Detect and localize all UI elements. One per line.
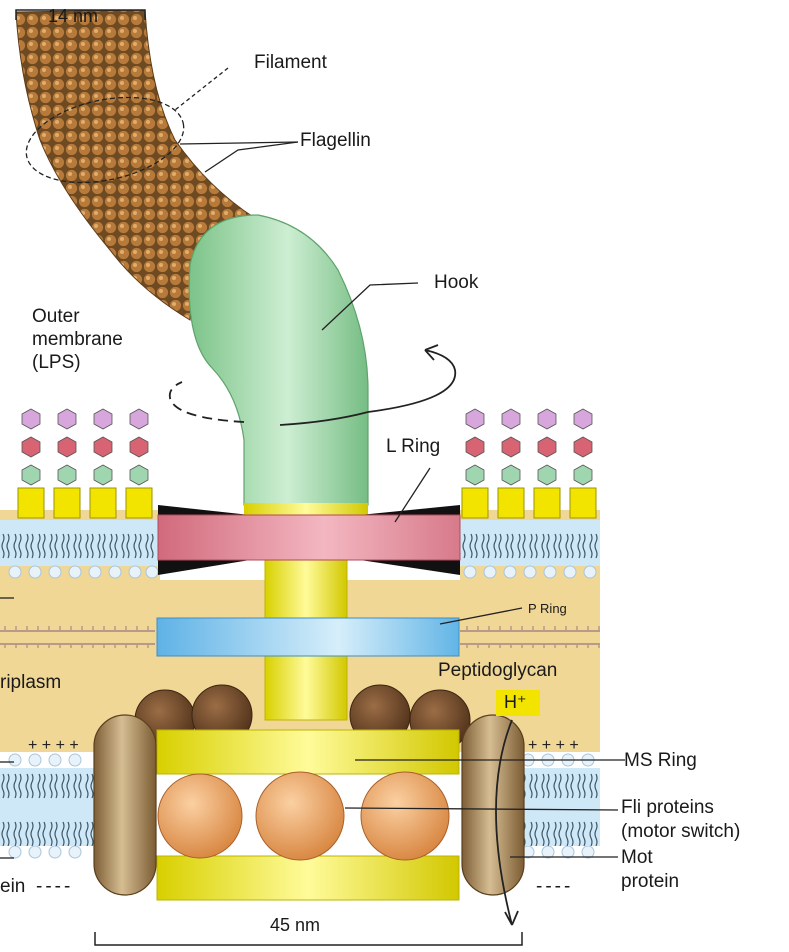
scale-label-bottom: 45 nm: [270, 914, 320, 936]
peptidoglycan-left: [0, 626, 155, 648]
outer-membrane-left: [0, 409, 160, 578]
hook: [189, 215, 368, 505]
filament-label: Filament: [254, 52, 327, 74]
peptidoglycan-label: Peptidoglycan: [438, 660, 557, 682]
scale-label-top: 14 nm: [48, 5, 98, 27]
hook-label: Hook: [434, 272, 478, 294]
p-ring-label: P Ring: [528, 598, 567, 620]
outer-membrane-label: Outer membrane (LPS): [32, 305, 123, 374]
periplasm-label: riplasm: [0, 672, 61, 694]
mot-protein-left: [94, 715, 156, 895]
outer-membrane-right: [460, 409, 600, 578]
cytoplasmic-membrane-left: + + + +: [0, 737, 95, 858]
left-protein-label: ein: [0, 876, 25, 898]
svg-text:+ + + +: + + + +: [28, 737, 79, 754]
mot-protein-right: [462, 715, 524, 895]
mot-protein-label: Mot protein: [621, 846, 679, 894]
h-plus-label: H⁺: [504, 691, 527, 713]
p-ring: [157, 618, 459, 656]
fli-proteins: [158, 772, 449, 860]
cytoplasmic-membrane-right: + + + +: [520, 737, 600, 858]
peptidoglycan-right: [460, 626, 600, 648]
left-dashes: ----: [36, 876, 73, 898]
rod-upper: [244, 503, 368, 515]
svg-text:+ + + +: + + + +: [528, 737, 579, 754]
ms-ring-label: MS Ring: [624, 750, 697, 772]
right-dashes: ----: [536, 876, 573, 898]
flagellin-label: Flagellin: [300, 130, 371, 152]
l-ring-label: L Ring: [386, 436, 440, 458]
fli-proteins-label: Fli proteins (motor switch): [621, 796, 740, 844]
